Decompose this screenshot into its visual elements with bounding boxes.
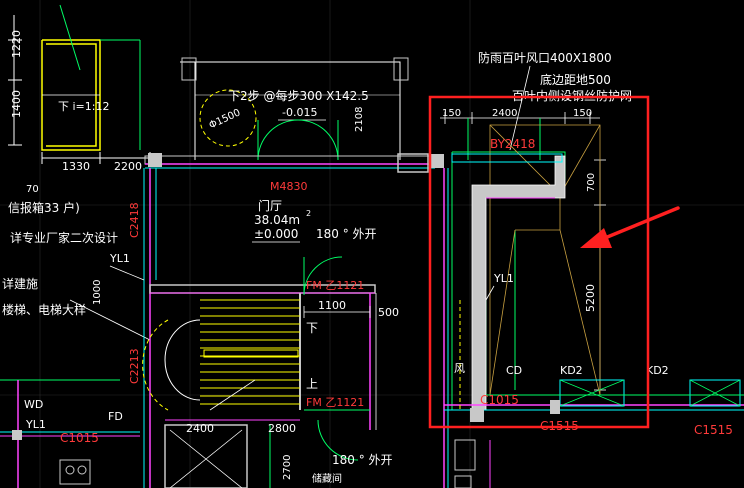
kd2-label-1: KD2 [560,364,583,377]
annotation-arrow [580,206,680,248]
open-180-bottom: 180 ° 外开 [332,453,393,467]
dim-2700: 2700 [282,455,293,480]
fire-door-arc-bottom [317,419,359,461]
fire-door-label-bottom: FM 乙1121 [306,396,364,409]
mesh-note: 百叶内侧设钢丝防护网 [512,88,632,103]
dim-150-left: 150 [442,108,461,119]
main-entrance-doors [257,119,339,161]
left-lower-walls [0,379,140,488]
stair-turn-arc-dash [142,319,169,411]
dim-1220: 1220 [10,30,23,58]
louver-label: 防雨百叶风口400X1800 [478,50,612,65]
yl1-left: YL1 [109,252,130,265]
fire-door-label-top: FM 乙1121 [306,279,364,292]
slope-label: 下 i=1:12 [58,100,109,113]
hall-left-wall [143,168,157,488]
door-code-m4830: M4830 [270,180,308,193]
wd-label: WD [24,398,43,411]
stair-turn-arc [164,319,201,401]
dim-70: 70 [26,184,39,195]
window-c1015-right: C1015 [480,393,519,407]
elevation-minus: -0.015 [282,106,317,119]
dim-2800: 2800 [268,422,296,435]
dim-700: 700 [586,173,597,192]
open-180-top: 180 ° 外开 [316,227,377,241]
fire-door-arc-top [303,256,343,296]
feng-label: 风 [454,362,465,375]
louver-leader [509,65,531,151]
bottom-right-fixtures [454,439,491,488]
storage-label: 储藏间 [312,472,342,485]
stair-down: 下 [306,321,318,335]
info-box-label: 信报箱33 户) [8,200,80,215]
dim-1330: 1330 [62,160,90,173]
bottom-rooms [164,419,300,488]
dim-1100: 1100 [318,299,346,312]
kd2-label-2: KD2 [646,364,669,377]
louver-code-by2418: BY2418 [490,137,535,151]
elevation-zero: ±0.000 [254,227,298,241]
window-c1515-right: C1515 [694,423,733,437]
dim-500: 500 [378,306,399,319]
base-height-note: 底边距地500 [540,72,611,87]
dim-1000: 1000 [92,280,103,305]
dim-2400-top: 2400 [492,108,517,119]
room-area: 38.04m [254,213,300,227]
dim-1100-line [303,306,371,318]
fd-label: FD [108,410,123,423]
annotation-box [428,95,650,429]
dim-2400-bottom: 2400 [186,422,214,435]
window-c2418: C2418 [128,202,141,238]
stair-up: 上 [306,377,318,391]
room-hall: 门厅 [258,198,282,213]
circle-symbol [199,89,257,147]
stair-treads [200,299,300,405]
yl1-right: YL1 [493,272,514,285]
dim-2200: 2200 [114,160,142,173]
detail-note-1: 详建施 [2,276,38,291]
window-c1015-left: C1015 [60,431,99,445]
entrance-canopy [180,57,409,160]
dim-1400: 1400 [10,90,23,118]
window-c2213: C2213 [128,348,141,384]
right-room-walls [430,153,744,488]
stair-note: 下2步 @每步300 X142.5 [228,88,369,103]
yl1-lower-left: YL1 [25,418,46,431]
left-dimension-column [8,15,22,146]
dim-2108: 2108 [354,107,365,132]
stair-diagonal [209,379,256,411]
yl1-leader [109,265,145,281]
room-area-sup: 2 [306,209,311,218]
cd-label: CD [506,364,522,377]
right-room-roof-lines [489,124,601,396]
balcony-outline [41,39,101,151]
note-leader [69,299,151,341]
dim-5200: 5200 [584,284,597,312]
balcony-green-lines [59,4,141,150]
dim-150-right: 150 [573,108,592,119]
yl1-right-leader [485,285,495,301]
vendor-note: 详专业厂家二次设计 [10,230,118,245]
detail-note-2: 楼梯、电梯大样 [2,302,86,317]
